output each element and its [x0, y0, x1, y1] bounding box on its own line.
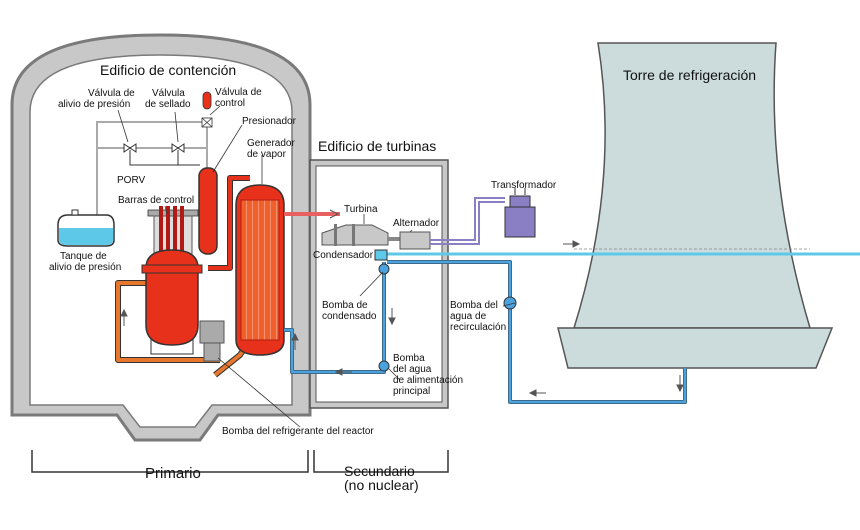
recirculation-pump-label: Bomba del agua de recirculación — [450, 300, 506, 333]
containment-building-label: Edificio de contención — [100, 62, 236, 78]
reactor-coolant-pump — [199, 320, 225, 362]
reactor-coolant-pump-label: Bomba del refrigerante del reactor — [222, 426, 374, 437]
porv-line — [129, 150, 200, 166]
turbine — [321, 224, 389, 246]
alternator-label: Alternador — [393, 218, 440, 229]
feedwater-pump — [378, 360, 390, 372]
steam-line — [284, 209, 340, 219]
seal-valve — [171, 143, 185, 153]
turbine-label: Turbina — [344, 204, 378, 215]
condensate-pump — [378, 263, 390, 275]
secondary-label: Secundario (no nuclear) — [344, 463, 419, 493]
relief-valve — [123, 143, 137, 153]
transformer — [504, 188, 536, 238]
valve-lines — [96, 121, 208, 215]
control-valve-label: Válvula de control — [215, 87, 264, 109]
relief-valve-label: Válvula de alivio de presión — [58, 88, 137, 110]
transformer-label: Transformador — [491, 180, 557, 191]
control-rods-label: Barras de control — [118, 195, 194, 206]
primary-label: Primario — [145, 465, 201, 482]
reactor-vessel — [141, 249, 203, 355]
relief-tank — [57, 209, 115, 247]
turbine-building — [309, 159, 449, 409]
turbine-building-label: Edificio de turbinas — [318, 138, 436, 154]
labels: Edificio de contención Edificio de turbi… — [49, 62, 756, 437]
cooling-tower — [557, 42, 834, 369]
condenser-label: Condensador — [313, 250, 374, 261]
condensate-pump-label: Bomba de condensado — [322, 300, 377, 322]
pressurizer-label: Presionador — [242, 116, 297, 127]
control-rods — [147, 206, 199, 266]
recirculation-pump — [503, 296, 517, 310]
porv-label: PORV — [117, 175, 145, 186]
pressurizer — [198, 167, 218, 255]
pointer-lines — [117, 105, 516, 428]
seal-valve-label: Válvula de sellado — [145, 88, 191, 110]
flow-arrows — [120, 240, 684, 397]
cooling-tower-label: Torre de refrigeración — [623, 67, 756, 83]
feedwater-pump-label: Bomba del agua de alimentación principal — [393, 353, 466, 397]
condenser-water — [374, 249, 860, 261]
relief-tank-label: Tanque de alivio de presión — [49, 251, 121, 273]
steam-generator-label: Generador de vapor — [247, 138, 298, 160]
secondary-piping — [284, 260, 687, 404]
control-valve — [201, 91, 213, 128]
power-lines — [430, 197, 505, 245]
section-brackets — [31, 450, 449, 473]
alternator — [388, 231, 431, 250]
steam-generator — [235, 184, 285, 356]
